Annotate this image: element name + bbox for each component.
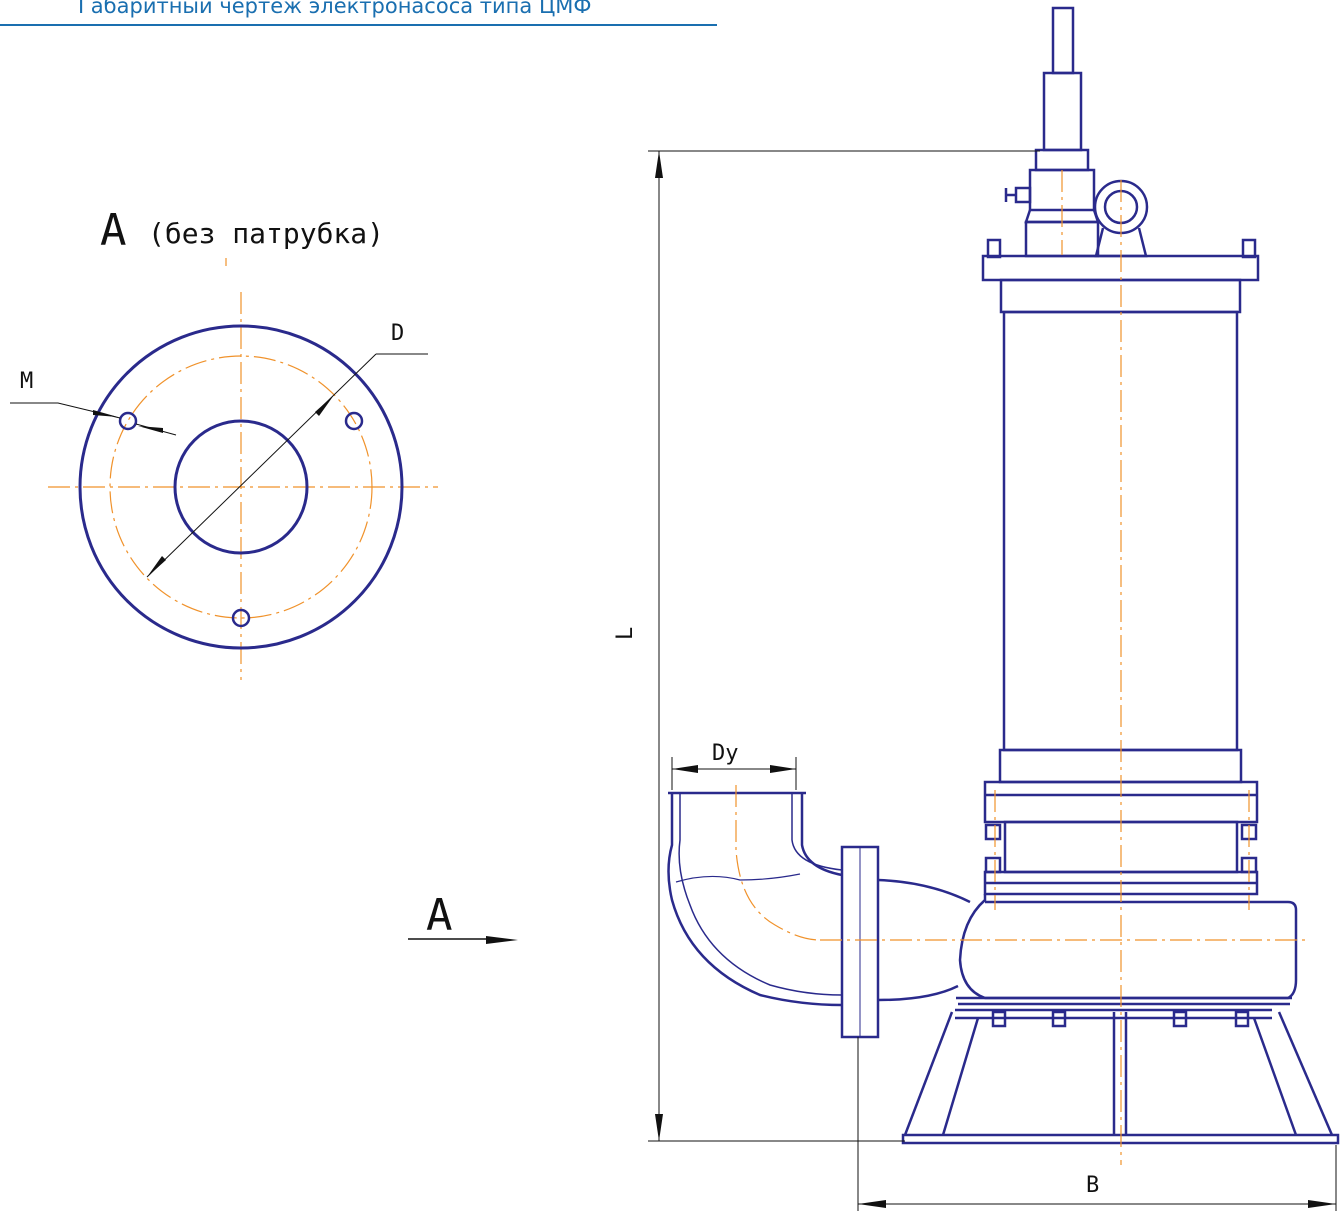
cable-gland — [1042, 71, 1083, 152]
view-a-note: (без патрубка) — [148, 217, 384, 250]
bolt-hole-left — [118, 411, 138, 431]
b-arrow-right — [1308, 1200, 1336, 1208]
dy-arrow-left — [672, 765, 698, 773]
discharge-neck — [877, 878, 971, 1002]
direction-arrow-letter: А — [426, 890, 453, 941]
stand-leg-right-inner — [1252, 1017, 1298, 1136]
title-underline — [0, 24, 717, 26]
gland-nut — [1034, 148, 1090, 172]
side-screw — [1014, 186, 1032, 204]
b-arrow-left — [858, 1200, 886, 1208]
direction-arrow-head — [486, 936, 518, 944]
pump-axis-lines — [735, 170, 1308, 1165]
elbow-inner-bore — [791, 793, 843, 871]
dy-arrow-right — [770, 765, 796, 773]
l-arrow-top — [655, 151, 663, 178]
stand-leg-left-inner — [941, 1017, 980, 1136]
seal-bolt-left-lower — [984, 856, 1002, 874]
elbow-axis — [735, 785, 821, 941]
top-bolt-right — [1241, 238, 1257, 259]
bolt-hole-right — [344, 411, 364, 431]
flange-outer-circle — [78, 324, 404, 650]
m-arrow-out — [138, 426, 163, 433]
dimensions — [648, 150, 1337, 1211]
stand-leg-left-outer — [903, 1011, 954, 1136]
volute-casing — [958, 894, 1298, 1000]
elbow-break-line — [675, 873, 801, 883]
drawing-title: Габаритный чертеж электронасоса типа ЦМФ — [78, 0, 592, 18]
stand-leg-right-outer — [1277, 1011, 1334, 1136]
label-m: М — [20, 369, 33, 394]
l-arrow-bottom — [655, 1114, 663, 1141]
elbow-inner-wall — [800, 793, 843, 877]
bolt-circle — [109, 355, 373, 619]
label-dy: Dy — [712, 741, 739, 766]
power-cable — [1051, 6, 1075, 75]
d-dimension-line — [146, 353, 377, 578]
elbow-outer-wall — [667, 793, 843, 1007]
bolt-hole-bottom — [231, 608, 251, 628]
label-l: L — [613, 627, 638, 640]
d-arrow-bottom — [147, 556, 166, 577]
label-b: B — [1086, 1173, 1099, 1198]
top-bolt-left — [986, 238, 1002, 259]
view-a-letter: А — [100, 205, 127, 256]
elbow-outer-bore — [678, 793, 843, 996]
label-d: D — [391, 321, 404, 346]
flange-bore-circle — [173, 419, 309, 555]
pump-side-view — [667, 6, 1340, 1145]
seal-bolt-left-upper — [984, 823, 1002, 841]
m-arrow-in — [93, 410, 118, 417]
d-arrow-top — [315, 395, 334, 416]
view-a-flange: А (без патрубка) М D А — [10, 205, 518, 944]
